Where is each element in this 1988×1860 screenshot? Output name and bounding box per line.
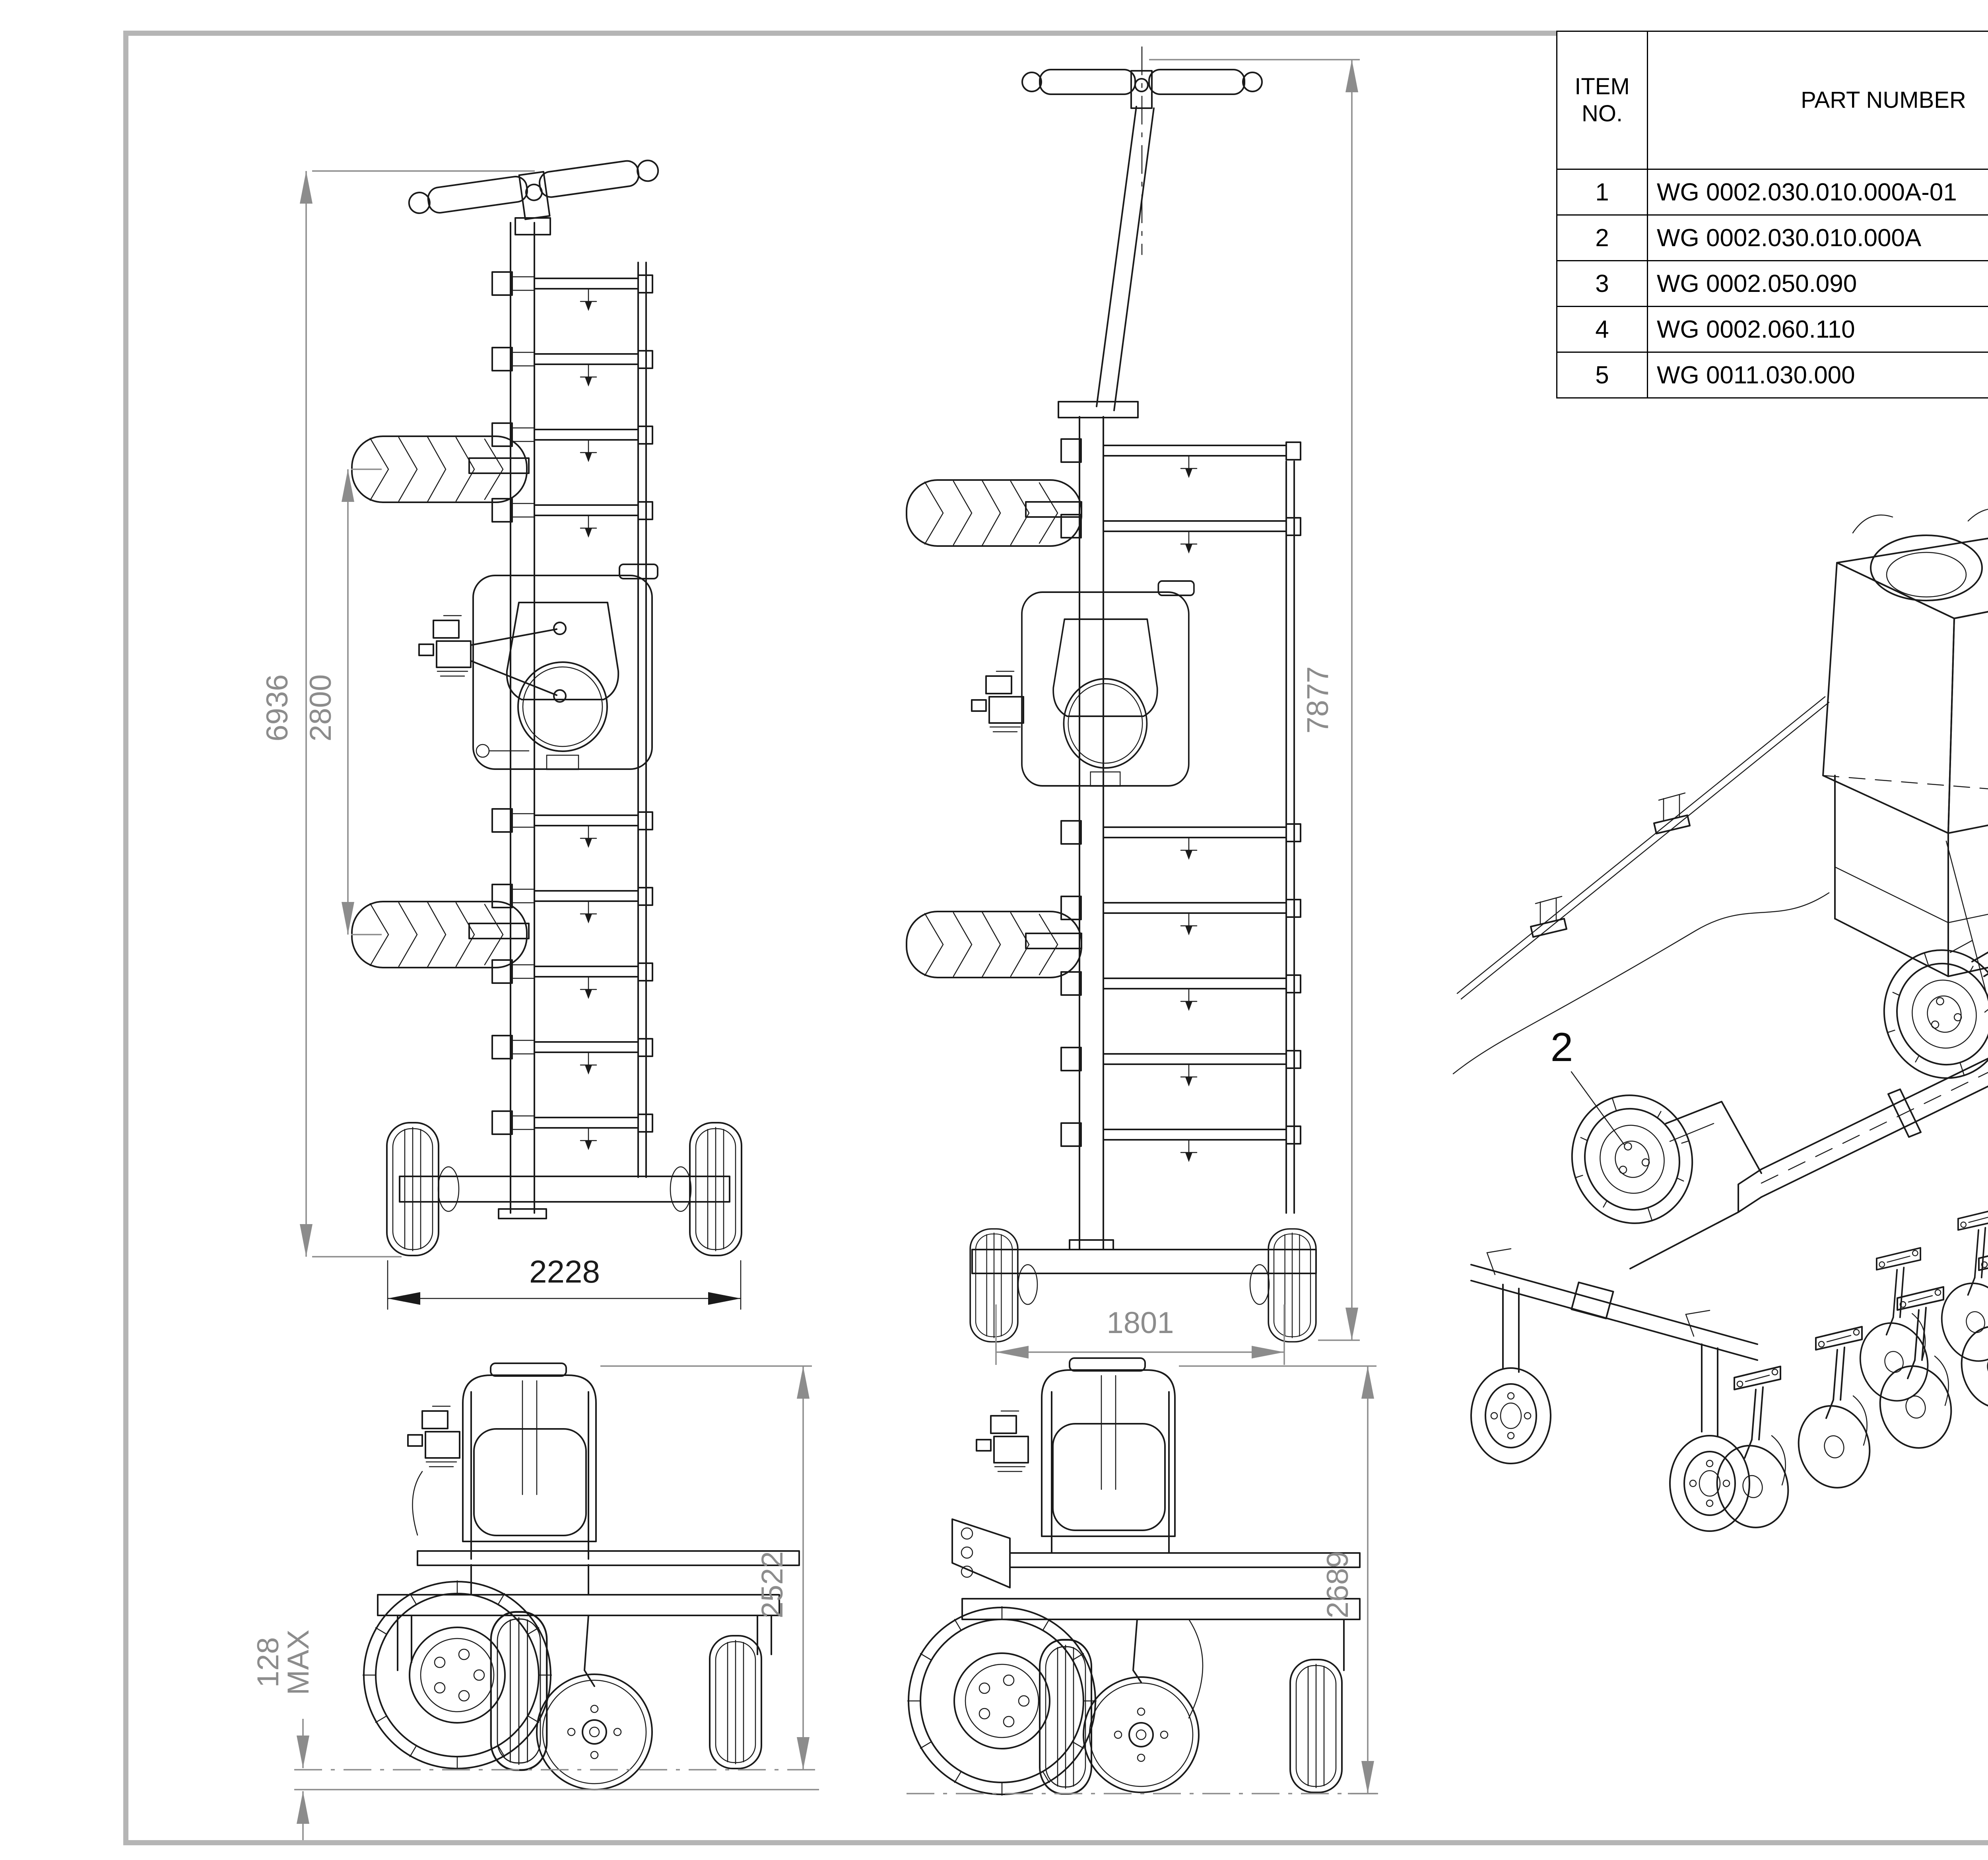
dim-wheel-spacing: 2800: [304, 674, 338, 741]
bom-part-number: WG 0002.060.110: [1647, 306, 1988, 353]
balloon-callouts: 1 2 3 4 5: [1551, 1009, 1988, 1145]
bom-item-no: 5: [1556, 352, 1648, 399]
front-view-field: [351, 159, 742, 1256]
bom-row: 5 WG 0011.030.000 Rack with disc 14: [1556, 352, 1988, 399]
dim-track-width: 2228: [529, 1254, 600, 1289]
bom-header-item-no: ITEM NO.: [1556, 30, 1648, 170]
bom-item-no: 1: [1556, 169, 1648, 216]
bom-part-number: WG 0011.030.000: [1647, 352, 1988, 399]
dim-clearance-suffix: MAX: [282, 1630, 315, 1695]
bom-item-no: 2: [1556, 214, 1648, 262]
side-view-field: [294, 1362, 819, 1790]
bom-row: 2 WG 0002.030.010.000A Support wheel 1: [1556, 214, 1988, 262]
dimension-annotations: 6936 2800 2228 7877 1801 2522: [251, 59, 1376, 1844]
bom-row: 1 WG 0002.030.010.000A-01 Support wheel …: [1556, 169, 1988, 216]
bom-part-number: WG 0002.050.090: [1647, 260, 1988, 307]
dim-front-height: 6936: [260, 674, 294, 741]
bom-row: 3 WG 0002.050.090 Frame 140x140x6000 1: [1556, 260, 1988, 307]
bom-part-number: WG 0002.030.010.000A: [1647, 214, 1988, 262]
dim-road-width: 1801: [1107, 1306, 1174, 1340]
bom-part-number: WG 0002.030.010.000A-01: [1647, 169, 1988, 216]
bom-table: ITEM NO. PART NUMBER DESCRIPTION Coulter…: [1556, 30, 1988, 399]
front-view-road: [906, 46, 1317, 1343]
page-border-frame: [123, 31, 1988, 1845]
dim-side-road-height: 2689: [1321, 1551, 1355, 1618]
side-view-road: [907, 1357, 1380, 1796]
dim-road-height: 7877: [1301, 666, 1335, 733]
bom-item-no: 3: [1556, 260, 1648, 307]
bom-item-no: 4: [1556, 306, 1648, 353]
isometric-view: [1452, 509, 1988, 1537]
bom-header-part-number: PART NUMBER: [1647, 30, 1988, 170]
dim-side-field-height: 2522: [755, 1551, 789, 1618]
dim-clearance-value: 128: [251, 1637, 285, 1688]
balloon-2: 2: [1551, 1024, 1573, 1070]
bom-row: 4 WG 0002.060.110 Liquid fertilizer syst…: [1556, 306, 1988, 353]
